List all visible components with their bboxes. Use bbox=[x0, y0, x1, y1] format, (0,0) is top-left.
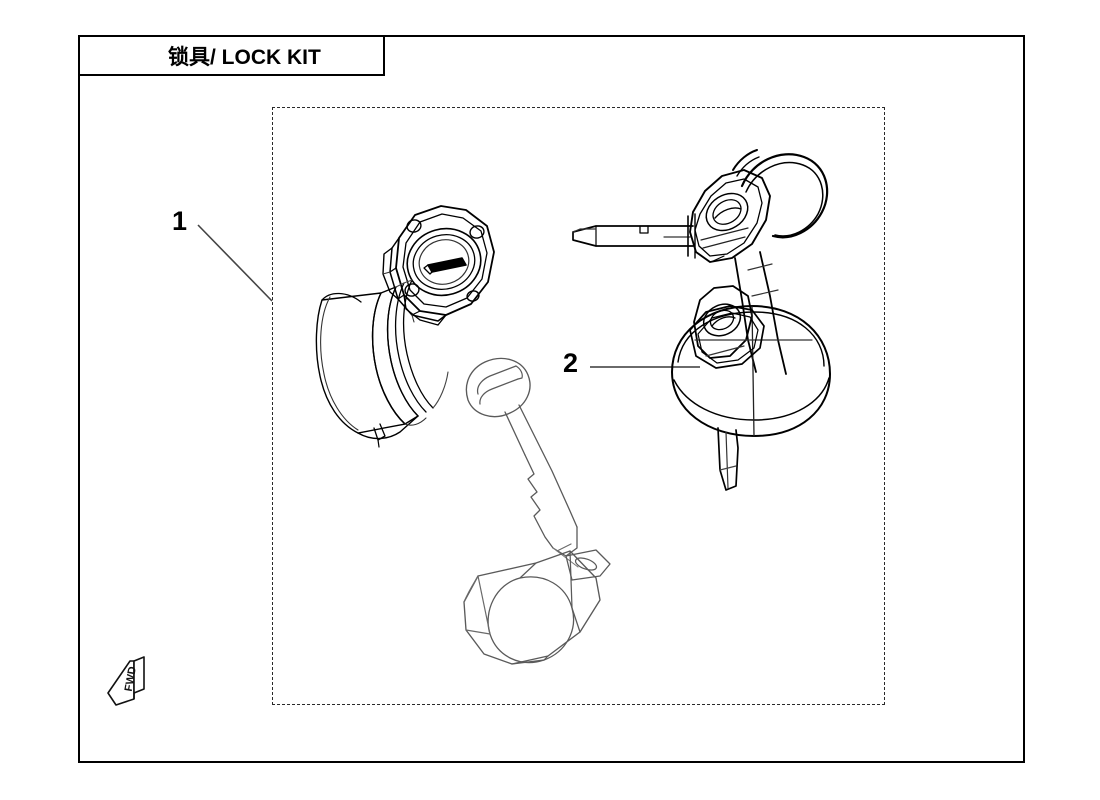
fwd-arrow-icon: FWD bbox=[107, 656, 145, 706]
fwd-label: FWD bbox=[123, 666, 139, 693]
page-title: 锁具/ LOCK KIT bbox=[168, 45, 321, 69]
fwd-marker: FWD bbox=[104, 655, 166, 715]
leader-line-1 bbox=[197, 224, 273, 302]
callout-number-1: 1 bbox=[172, 206, 188, 236]
assembly-boundary-dashed bbox=[272, 107, 885, 705]
title-block: 锁具/ LOCK KIT bbox=[78, 35, 385, 76]
page-frame bbox=[78, 35, 1025, 763]
callout-number-2: 2 bbox=[563, 348, 579, 378]
